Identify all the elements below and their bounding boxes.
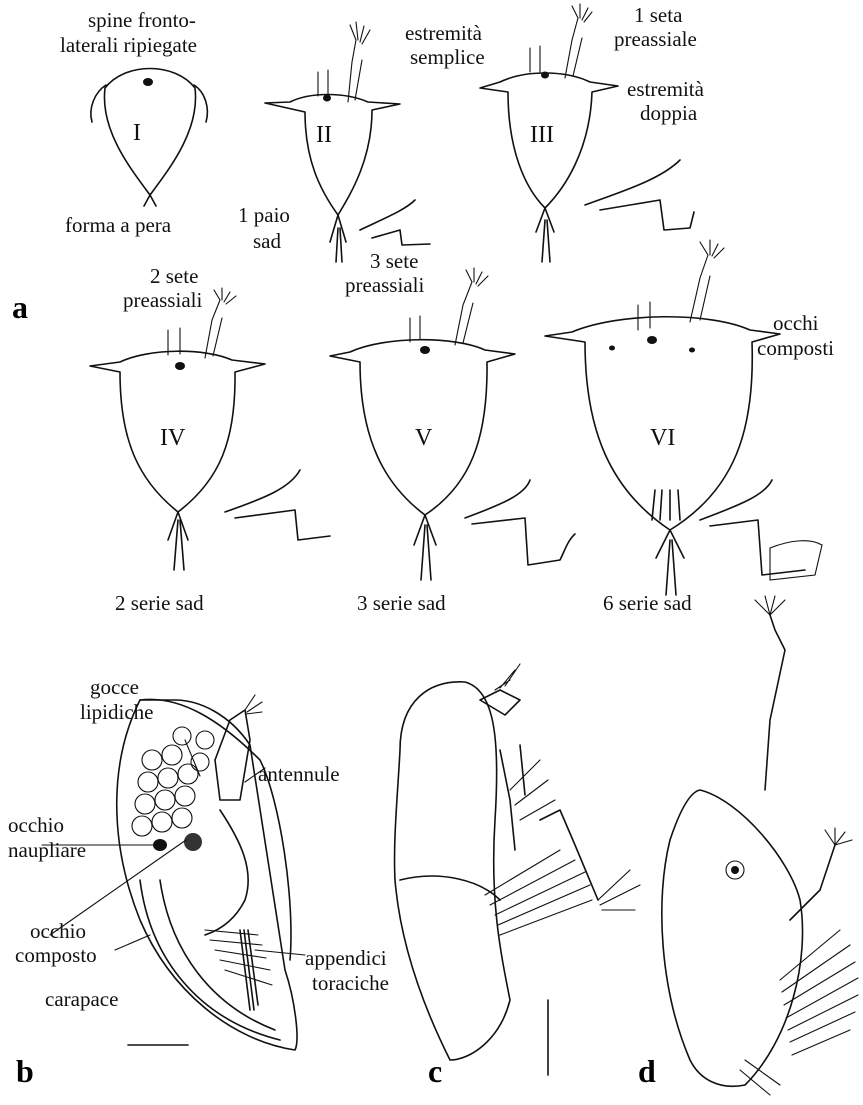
label-pear-shape: forma a pera: [65, 213, 172, 237]
stage-1-larva: I: [91, 69, 208, 207]
panel-label-c: c: [428, 1053, 442, 1089]
label-antennule: antennule: [258, 762, 340, 786]
stage-label-ii: II: [316, 122, 332, 148]
label-6-serie: 6 serie sad: [603, 591, 692, 615]
label-3-serie: 3 serie sad: [357, 591, 446, 615]
label-gocce-line1: gocce: [90, 675, 139, 699]
label-appendages-line1: appendici: [305, 946, 387, 970]
panel-label-b: b: [16, 1053, 34, 1089]
label-simple-end-line1: estremità: [405, 21, 483, 45]
label-appendages-line2: toraciche: [312, 971, 389, 995]
panel-d-drawing: [662, 596, 858, 1095]
label-simple-end-line2: semplice: [410, 45, 485, 69]
label-gocce-line2: lipidiche: [80, 700, 153, 724]
stage-4-larva: IV: [90, 288, 330, 570]
stage-label-vi: VI: [650, 425, 675, 451]
label-2-sete-line2: preassiali: [123, 288, 202, 312]
stage-label-iii: III: [530, 122, 554, 148]
label-nauplius-eye-line2: naupliare: [8, 838, 86, 862]
label-nauplius-eye-line1: occhio: [8, 813, 64, 837]
label-compound-eye-line2: composto: [15, 943, 97, 967]
label-compound-eyes-line2: composti: [757, 336, 834, 360]
label-1-pair-line2: sad: [253, 229, 281, 253]
label-1-seta-line2: preassiale: [614, 27, 697, 51]
panel-c-drawing: [395, 664, 640, 1075]
label-spine-line2: laterali ripiegate: [60, 33, 197, 57]
label-2-sete-line1: 2 sete: [150, 264, 198, 288]
stage-6-larva: VI: [545, 240, 822, 595]
label-double-end-line1: estremità: [627, 77, 705, 101]
panel-label-d: d: [638, 1053, 656, 1089]
label-1-seta-line1: 1 seta: [634, 3, 683, 27]
label-double-end-line2: doppia: [640, 101, 698, 125]
panel-label-a: a: [12, 289, 28, 325]
label-compound-eyes-line1: occhi: [773, 311, 819, 335]
label-compound-eye-line1: occhio: [30, 919, 86, 943]
label-spine-line1: spine fronto-: [88, 8, 196, 32]
stage-5-larva: V: [330, 268, 575, 580]
label-1-pair-line1: 1 paio: [238, 203, 290, 227]
label-carapace: carapace: [45, 987, 118, 1011]
label-3-sete-line2: preassiali: [345, 273, 424, 297]
stage-label-iv: IV: [160, 425, 186, 451]
label-3-sete-line1: 3 sete: [370, 249, 418, 273]
stage-label-v: V: [415, 425, 433, 451]
label-2-serie: 2 serie sad: [115, 591, 204, 615]
stage-label-i: I: [133, 120, 141, 146]
